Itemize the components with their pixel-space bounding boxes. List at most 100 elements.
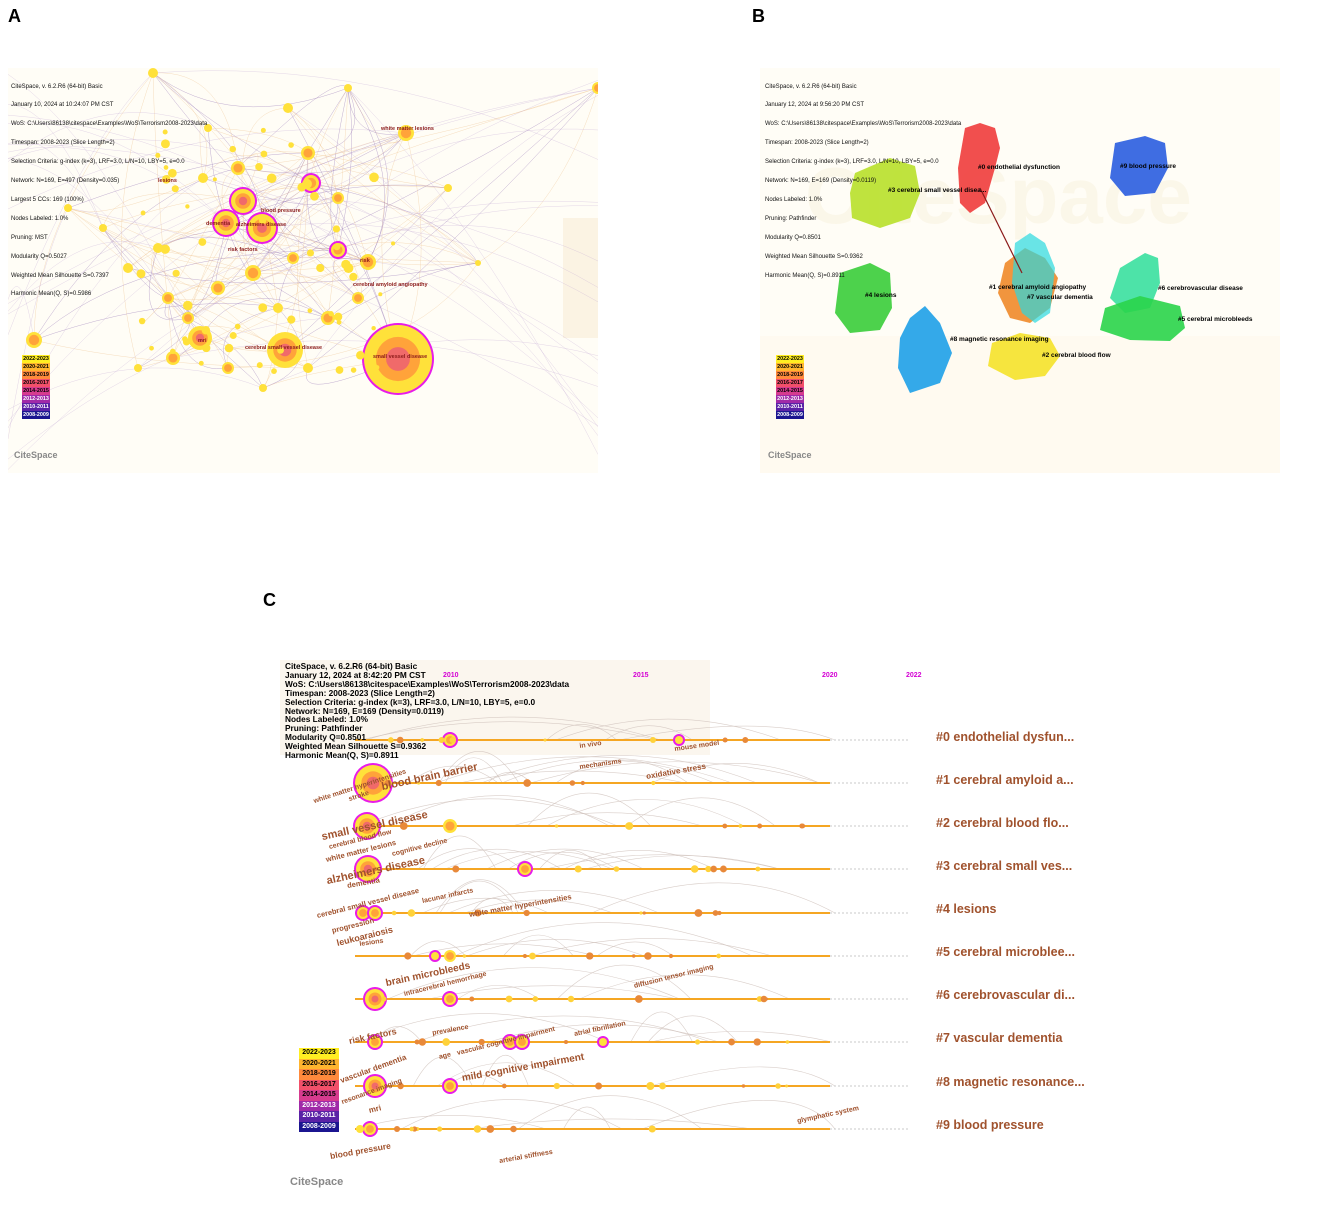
network-node-center [221,218,231,228]
node-label: white matter lesions [381,126,434,132]
timeline-node [396,736,404,744]
info-line: Nodes Labeled: 1.0% [285,714,368,725]
cluster-label: #8 magnetic resonance imaging [950,336,1049,343]
year-label: 2020 [822,672,838,679]
network-node [303,363,313,373]
timeline-node [373,867,378,871]
network-edge [153,247,219,289]
network-edge [33,167,239,341]
timeline-arc [428,985,678,1000]
network-edge [307,87,598,369]
network-node [204,124,212,132]
timeline-node [404,952,412,960]
network-node-core [518,1038,526,1046]
network-node [149,345,154,351]
network-edge [8,87,598,315]
network-edge [167,297,197,318]
timeline-arc [360,798,618,827]
timeline-node [741,1084,746,1088]
timeline-node [409,1126,414,1132]
timeline-node [388,737,394,743]
timeline-node [505,995,513,1003]
year-label: 2010 [443,672,459,679]
panel-letter-b: B [752,6,765,26]
timeline-node [659,1082,666,1090]
timeline-arc [422,897,549,914]
timeline-node [642,911,646,915]
legend-swatch: 2020-2021 [22,363,50,371]
network-node [258,303,268,312]
network-node-core [446,995,454,1003]
timeline-arc [400,1099,623,1130]
network-node-center [195,333,205,343]
node-label: blood pressure [261,208,301,214]
network-edge [310,182,479,264]
timeline-node [710,865,717,873]
cluster-hull-7 [1012,233,1055,323]
timeline-arc [435,879,526,914]
timeline-node [486,1125,495,1133]
timeline-arc [355,1115,547,1130]
network-node [201,326,211,335]
timeline-arc [361,721,658,741]
network-node-core [289,254,297,262]
network-node-core [445,821,455,831]
network-edge [187,205,598,319]
network-edge [8,249,339,470]
network-edge [307,95,598,369]
network-node [283,103,293,113]
timeline-arc [626,797,776,827]
timeline-arc [591,882,836,914]
node-label: risk factors [228,247,258,253]
timeline-node [799,823,805,829]
network-edge [8,74,189,319]
network-node [160,244,170,254]
network-edge [152,72,349,108]
network-edge [237,85,349,169]
timeline-arc [546,799,745,827]
network-edge [287,107,598,428]
network-node [369,172,379,183]
network-node [162,129,168,135]
legend-swatch: 2018-2019 [776,371,804,379]
timeline-node [586,952,594,960]
year-legend: 2022-2023 2020-2021 2018-2019 2016-2017 … [299,1048,339,1132]
network-edge [137,187,449,369]
network-node [333,243,341,251]
network-node [198,360,204,366]
info-line: Harmonic Mean(Q, S)=0.5986 [11,291,92,298]
timeline-node [649,736,657,744]
keyword-network-panel: CiteSpace, v. 6.2.R6 (64-bit) Basic Janu… [8,68,598,473]
timeline-arc [557,964,692,1000]
network-node-core [446,952,454,960]
network-edge [217,87,598,289]
timeline-arc [410,940,466,957]
network-edge [67,207,598,427]
network-node [258,216,267,225]
network-node [140,210,146,216]
network-edge [347,87,598,455]
cluster-hull-3 [850,158,920,228]
network-node [444,184,452,192]
timeline-node [785,1040,790,1044]
timeline-nodes [353,732,806,1137]
network-edge [127,182,312,269]
timeline-arc [642,1100,836,1130]
timeline-node [755,866,761,872]
timeline-node [753,1038,761,1046]
timeline-node [452,865,460,873]
network-edge [167,167,239,299]
network-edge [8,128,407,210]
timeline-node [738,824,743,828]
timeline-arc [466,939,645,957]
timeline-arc [501,760,715,784]
citespace-logo: CiteSpace [14,450,58,460]
timeline-node [532,996,539,1002]
timeline-cluster-label: #5 cerebral microblee... [936,945,1075,959]
network-node [599,1038,607,1046]
timeline-node [469,996,475,1002]
legend-swatch: 2008-2009 [776,411,804,419]
timeline-cluster-label: #9 blood pressure [936,1118,1044,1132]
network-node [212,177,217,182]
timeline-node [574,865,582,873]
